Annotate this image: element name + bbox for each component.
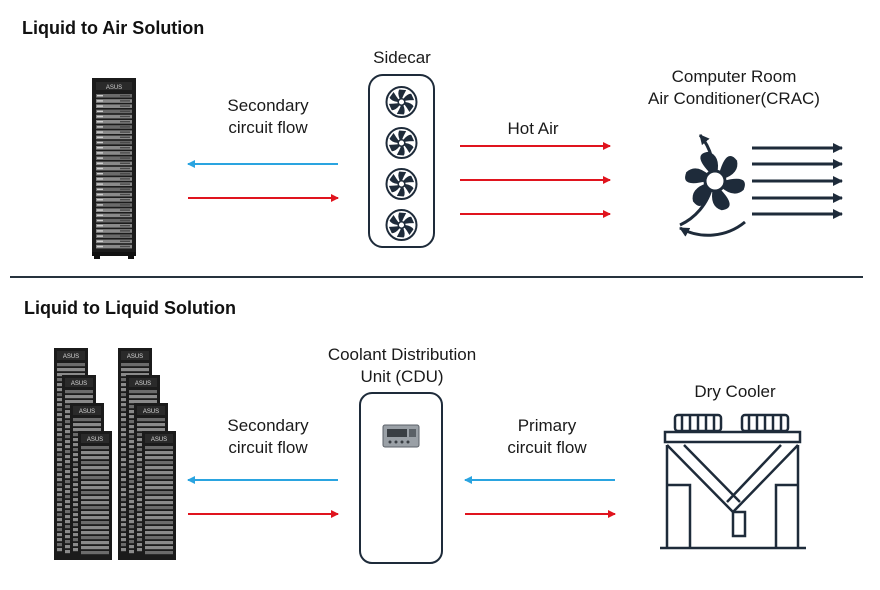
- server-rack-cluster-icon: ASUS ASUS ASUS ASUS ASUS ASUS ASUS ASUS: [54, 348, 176, 560]
- liquid-secondary-flow-label-line1: Secondary: [227, 416, 309, 435]
- rack-brand-logo: ASUS: [127, 354, 143, 360]
- server-rack-icon: ASUS: [92, 78, 136, 259]
- rack-brand-logo: ASUS: [106, 85, 122, 91]
- rack-brand-logo: ASUS: [87, 437, 103, 443]
- rack-brand-logo: ASUS: [151, 437, 167, 443]
- air-secondary-flow-label-line1: Secondary: [227, 96, 309, 115]
- air-secondary-flow-label-line2: circuit flow: [228, 118, 308, 137]
- hot-air-label: Hot Air: [507, 119, 559, 138]
- cdu-unit: [359, 392, 443, 564]
- primary-flow-label-line2: circuit flow: [507, 438, 587, 457]
- server-rack-icon: ASUS: [142, 431, 176, 560]
- section-divider: [10, 276, 863, 278]
- dry-cooler-icon: [660, 413, 806, 550]
- sidecar-fan-icon: [385, 127, 418, 159]
- sidecar-fan-icon: [385, 86, 418, 118]
- rack-brand-logo: ASUS: [143, 409, 159, 415]
- sidecar-label: Sidecar: [373, 48, 431, 67]
- liquid-to-air-title: Liquid to Air Solution: [22, 18, 205, 38]
- liquid-secondary-flow-label-line2: circuit flow: [228, 438, 308, 457]
- sidecar-unit: [368, 74, 435, 248]
- crac-airflow-arrows: [752, 143, 843, 219]
- rack-brand-logo: ASUS: [63, 354, 79, 360]
- cdu-label-line1: Coolant Distribution: [327, 345, 477, 364]
- crac-label-line2: Air Conditioner(CRAC): [648, 89, 820, 108]
- crac-label-line1: Computer Room: [671, 67, 797, 86]
- server-rack-icon: ASUS: [78, 431, 112, 560]
- sidecar-fan-icon: [385, 168, 418, 200]
- liquid-to-liquid-title: Liquid to Liquid Solution: [24, 298, 236, 318]
- rack-brand-logo: ASUS: [79, 409, 95, 415]
- primary-flow-label-line1: Primary: [517, 416, 577, 435]
- rack-brand-logo: ASUS: [135, 381, 151, 387]
- sidecar-fan-icon: [385, 209, 418, 241]
- dry-cooler-label: Dry Cooler: [694, 382, 776, 401]
- crac-fan-icon: [679, 134, 746, 237]
- cdu-label-line2: Unit (CDU): [360, 367, 444, 386]
- rack-brand-logo: ASUS: [71, 381, 87, 387]
